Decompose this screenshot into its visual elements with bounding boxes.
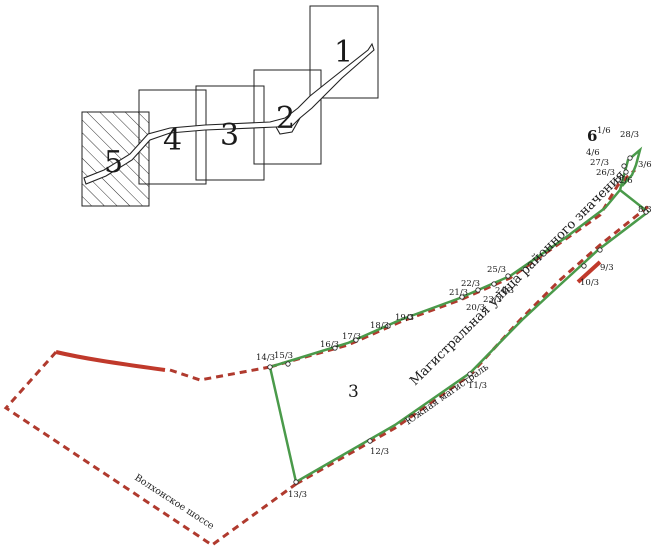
sheet-1-frame	[309, 5, 379, 99]
point-label-27-3: 27/3	[590, 158, 609, 168]
point-label-24-3: 24/3	[495, 286, 514, 296]
red-solid-segment-east	[576, 260, 602, 284]
point-label-12-3: 12/3	[370, 447, 389, 457]
point-label-13-3: 13/3	[288, 490, 307, 500]
top-left-dashed	[169, 365, 271, 382]
point-label-3-6: 3/6	[638, 160, 652, 170]
sheet-2-number: 2	[276, 101, 295, 136]
point-label-21-3: 21/3	[449, 288, 468, 298]
sheet-index-inset: 1 2 3 4 5	[81, 5, 379, 207]
point-label-1-6: 1/6	[597, 126, 611, 136]
plot-3-polygon	[268, 188, 651, 484]
point-label-20-3: 20/3	[466, 303, 485, 313]
red-solid-segment-west	[55, 350, 166, 372]
cluster-6-outline	[618, 146, 643, 191]
point-label-19-3: 19/3	[395, 313, 414, 323]
point-label-14-3: 14/3	[256, 353, 275, 363]
point-label-8-3: 8/3	[638, 205, 652, 215]
sheet-2-frame	[253, 69, 322, 165]
red-dashed-boundaries	[3, 168, 651, 547]
point-label-25-3: 25/3	[487, 265, 506, 275]
point-label-23-3: 23/3	[483, 295, 502, 305]
point-label-11-3: 11/3	[468, 381, 487, 391]
point-label-9-3: 9/3	[600, 263, 614, 273]
volkhonskoe-highway-label: Волхонское шоссе	[132, 472, 216, 532]
lower-dashed-line	[295, 203, 651, 486]
sheet-5-frame	[81, 111, 150, 207]
sheet-4-number: 4	[163, 123, 182, 158]
point-labels: 1/6 28/3 4/6 27/3 3/6 26/3 2/6 25/3 22/3…	[256, 126, 652, 500]
point-label-26-3: 26/3	[596, 168, 615, 178]
sheet-corridor-bulge	[275, 117, 301, 135]
sheet-1-number: 1	[334, 35, 353, 70]
point-label-17-3: 17/3	[342, 332, 361, 342]
point-label-18-3: 18/3	[370, 321, 389, 331]
plot-number: 3	[348, 382, 359, 402]
cluster-number: 6	[587, 127, 597, 145]
boundary-points	[267, 155, 649, 485]
sheet-3-frame	[195, 85, 265, 181]
sheet-4-frame	[138, 89, 207, 185]
sheet-5-number: 5	[104, 145, 123, 180]
left-dashed-outline	[3, 351, 297, 547]
sheet-3-number: 3	[220, 118, 239, 153]
point-label-22-3: 22/3	[461, 279, 480, 289]
plot-3-boundary	[268, 146, 651, 484]
point-label-15-3: 15/3	[274, 351, 293, 361]
point-label-10-3: 10/3	[580, 278, 599, 288]
sheet-corridor-outline	[83, 42, 375, 185]
point-label-4-6: 4/6	[586, 148, 600, 158]
point-label-28-3: 28/3	[620, 130, 639, 140]
point-label-2-6: 2/6	[619, 176, 633, 186]
point-label-16-3: 16/3	[320, 340, 339, 350]
